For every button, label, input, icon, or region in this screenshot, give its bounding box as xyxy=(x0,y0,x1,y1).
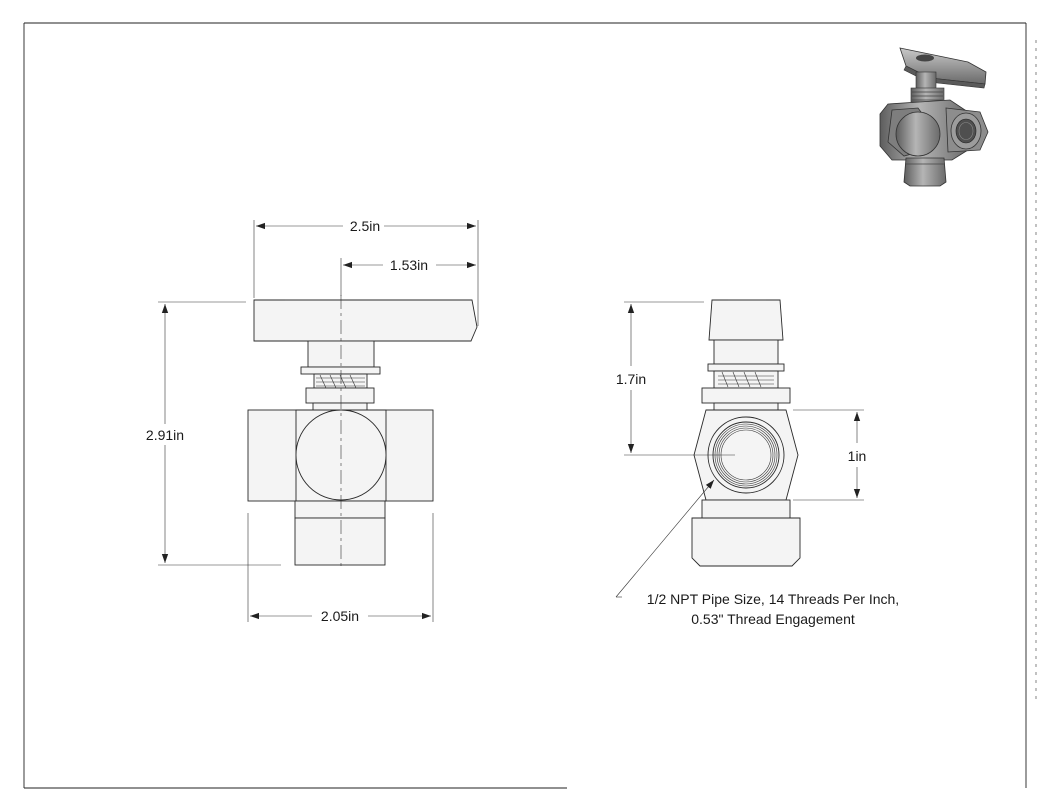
valve-3d-render-icon xyxy=(879,47,989,187)
side-handle xyxy=(708,299,784,341)
front-view xyxy=(247,295,478,570)
callout-line-2: 0.53" Thread Engagement xyxy=(691,611,855,627)
front-handle xyxy=(253,299,478,342)
side-dimensions: 1.7in 1in xyxy=(616,301,867,501)
dim-port-height: 1in xyxy=(848,448,867,464)
sheet-border xyxy=(23,22,1037,789)
side-view xyxy=(691,299,801,567)
side-bottom-port xyxy=(691,517,801,567)
dim-handle-offset: 1.53in xyxy=(390,257,428,273)
dim-body-width: 2.05in xyxy=(321,608,359,624)
dim-overall-height: 2.91in xyxy=(146,427,184,443)
dim-side-height: 1.7in xyxy=(616,371,646,387)
dim-handle-width: 2.5in xyxy=(350,218,380,234)
thread-callout: 1/2 NPT Pipe Size, 14 Threads Per Inch, … xyxy=(615,479,899,627)
front-dimensions: 2.5in 1.53in 2.91in 2.05in xyxy=(146,218,479,624)
side-stem-thread xyxy=(713,370,779,389)
callout-line-1: 1/2 NPT Pipe Size, 14 Threads Per Inch, xyxy=(647,591,899,607)
front-bottom-port xyxy=(294,500,386,519)
